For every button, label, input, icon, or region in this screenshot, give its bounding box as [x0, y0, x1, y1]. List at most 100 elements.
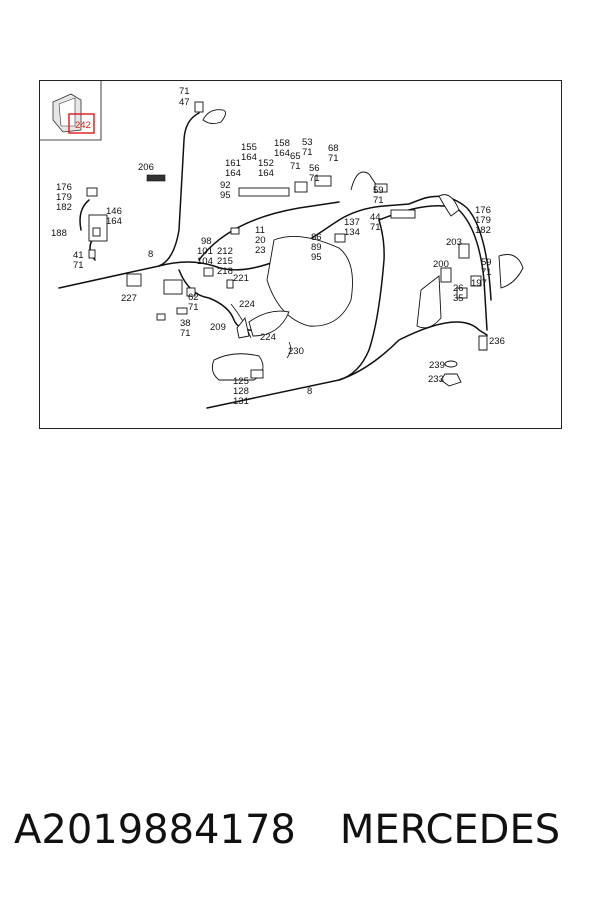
- callout-c41-line-0: 41: [73, 250, 84, 261]
- connector-26: [456, 287, 468, 299]
- callout-c92-line-1: 95: [220, 190, 231, 201]
- callout-c41-line-1: 71: [73, 260, 84, 271]
- callout-c26-line-1: 35: [453, 293, 464, 304]
- connector-158: [294, 181, 308, 193]
- callout-c221-line-0: 221: [233, 273, 249, 284]
- callout-c152-line-0: 152: [258, 158, 274, 169]
- callout-c44-line-1: 71: [370, 222, 381, 233]
- callout-c59_top-line-1: 71: [373, 195, 384, 206]
- callout-c86-line-2: 95: [311, 252, 322, 263]
- callout-c176_right-line-2: 182: [475, 225, 491, 236]
- callout-c38-line-0: 38: [180, 318, 191, 329]
- callout-c56-line-0: 56: [309, 163, 320, 174]
- fuse-block-155: [238, 187, 290, 197]
- callout-c176_left-line-0: 176: [56, 182, 72, 193]
- module-98: [163, 279, 183, 295]
- callout-c68-line-0: 68: [328, 143, 339, 154]
- callout-c137-line-0: 137: [344, 217, 360, 228]
- callout-c227-line-0: 227: [121, 293, 137, 304]
- callout-c98-line-0: 98: [201, 236, 212, 247]
- part-176-right: [438, 194, 460, 217]
- callout-c92-line-0: 92: [220, 180, 231, 191]
- callout-c71_47-line-0: 71: [179, 86, 190, 97]
- connector-56: [314, 175, 332, 187]
- callout-labels: 71 47 206 176 179 182 146 164 188 41 71 …: [51, 86, 505, 407]
- callout-c11-line-1: 20: [255, 235, 266, 246]
- callout-c155-line-1: 164: [241, 152, 257, 163]
- part-209: [236, 316, 250, 339]
- callout-c176_left-line-2: 182: [56, 202, 72, 213]
- footer: A2019884178 MERCEDES: [14, 800, 586, 860]
- callout-c8_top-line-0: 8: [148, 249, 153, 260]
- callout-c44-line-0: 44: [370, 212, 381, 223]
- callout-c11-line-2: 23: [255, 245, 266, 256]
- connector-62: [186, 287, 196, 297]
- callout-c137-line-1: 134: [344, 227, 360, 238]
- lamp-59-right: [498, 254, 524, 289]
- connector-71-47: [194, 101, 204, 113]
- callout-c53-line-0: 53: [302, 137, 313, 148]
- callout-c155-line-0: 155: [241, 142, 257, 153]
- panel-200: [416, 275, 442, 329]
- highlight-box-242[interactable]: 242: [68, 113, 95, 134]
- callout-c98-line-1: 101: [197, 246, 213, 257]
- connector-11: [230, 227, 240, 235]
- callout-c200-line-0: 200: [433, 259, 449, 270]
- callout-c212-line-0: 212: [217, 246, 233, 257]
- callout-c53-line-1: 71: [302, 147, 313, 158]
- callout-c233-line-0: 233: [428, 374, 444, 385]
- callout-c26-line-0: 26: [453, 283, 464, 294]
- callout-c239-line-0: 239: [429, 360, 445, 371]
- nut-239: [444, 360, 458, 368]
- callout-c11-line-0: 11: [255, 225, 265, 236]
- callout-c59_right-line-1: 71: [481, 267, 492, 278]
- highlight-label: 242: [75, 120, 91, 131]
- callout-c224a-line-0: 224: [239, 299, 255, 310]
- connector-small: [156, 313, 166, 321]
- callout-c158-line-1: 164: [274, 148, 290, 159]
- part-206: [146, 174, 166, 182]
- hook-68: [350, 171, 382, 193]
- lamp-71-47: [202, 109, 226, 125]
- callout-c125-line-1: 128: [233, 386, 249, 397]
- callout-c161-line-0: 161: [225, 158, 241, 169]
- connector-197: [470, 275, 482, 287]
- inset-overview: [39, 80, 102, 141]
- callout-c152-line-1: 164: [258, 168, 274, 179]
- connector-59-top: [374, 183, 388, 193]
- callout-c65-line-1: 71: [290, 161, 301, 172]
- brand-name: MERCEDES: [339, 807, 561, 853]
- connector-212: [203, 267, 214, 277]
- callout-c146-line-0: 146: [106, 206, 122, 217]
- callout-c56-line-1: 71: [309, 173, 320, 184]
- callout-c98-line-2: 104: [197, 256, 213, 267]
- bolt-236: [478, 335, 488, 351]
- callout-c176_left-line-1: 179: [56, 192, 72, 203]
- connector-41: [88, 249, 96, 259]
- callout-c68-line-1: 71: [328, 153, 339, 164]
- callout-c161-line-1: 164: [225, 168, 241, 179]
- nut-233: [440, 373, 462, 387]
- callout-c86-line-0: 86: [311, 232, 322, 243]
- callout-c62-line-0: 62: [188, 292, 199, 303]
- parts-diagram: 242: [39, 80, 562, 429]
- connector-176-left: [86, 187, 98, 197]
- callout-c62-line-1: 71: [188, 302, 199, 313]
- callout-c209-line-0: 209: [210, 322, 226, 333]
- callout-c212-line-1: 215: [217, 256, 233, 267]
- callout-c125-line-0: 125: [233, 376, 249, 387]
- connector-125: [250, 369, 264, 379]
- connector-38: [176, 307, 188, 315]
- callout-c158-line-0: 158: [274, 138, 290, 149]
- callout-c125-line-2: 131: [233, 396, 249, 407]
- relay-227: [126, 273, 142, 287]
- module-203: [458, 243, 470, 259]
- callout-c146-line-1: 164: [106, 216, 122, 227]
- callout-c8_bottom-line-0: 8: [307, 386, 312, 397]
- callout-c59_top-line-0: 59: [373, 185, 384, 196]
- relay-200: [440, 267, 452, 283]
- connector-146: [92, 227, 101, 237]
- callout-c86-line-1: 89: [311, 242, 322, 253]
- callout-c176_right-line-0: 176: [475, 205, 491, 216]
- callout-c65-line-0: 65: [290, 151, 301, 162]
